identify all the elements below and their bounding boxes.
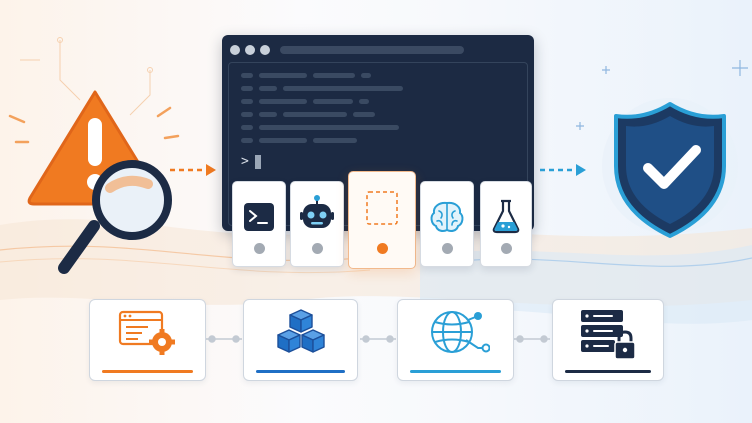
window-dot [230, 45, 240, 55]
tool-tile-flask[interactable] [480, 181, 532, 267]
terminal-cursor [255, 155, 261, 169]
shield-check-icon [602, 98, 738, 238]
address-bar [280, 46, 464, 54]
tool-tile-brain[interactable] [420, 181, 474, 267]
globe-network-icon [431, 311, 490, 353]
server-lock-icon [581, 310, 636, 360]
tile-indicator-dot [376, 243, 388, 254]
tile-indicator-dot [253, 243, 265, 254]
brain-icon [430, 201, 464, 232]
empty-slot-icon [366, 191, 398, 225]
magnifier-icon [58, 160, 172, 274]
pipeline-card-network[interactable] [397, 299, 514, 381]
settings-window-icon [118, 310, 175, 355]
pipeline-connectors [206, 335, 550, 343]
window-dot [245, 45, 255, 55]
tile-indicator-dot [311, 243, 323, 254]
tool-tile-robot[interactable] [290, 181, 344, 267]
card-accent-line [102, 370, 193, 373]
terminal-icon [244, 203, 274, 231]
pipeline-card-modules[interactable] [243, 299, 358, 381]
card-accent-line [565, 370, 651, 373]
card-accent-line [410, 370, 501, 373]
right-arrow [540, 164, 586, 176]
cubes-icon [277, 309, 325, 353]
pipeline-card-server[interactable] [552, 299, 664, 381]
tool-tile-terminal[interactable] [232, 181, 286, 267]
tile-indicator-dot [441, 243, 453, 254]
tile-indicator-dot [500, 243, 512, 254]
tool-tile-selected[interactable] [348, 171, 416, 269]
left-arrow [170, 164, 216, 176]
pipeline-card-config[interactable] [89, 299, 206, 381]
terminal-body: > [228, 62, 528, 226]
robot-icon [300, 195, 334, 228]
card-accent-line [256, 370, 345, 373]
flask-icon [492, 199, 520, 234]
terminal-prompt: > [241, 154, 249, 169]
window-dot [260, 45, 270, 55]
